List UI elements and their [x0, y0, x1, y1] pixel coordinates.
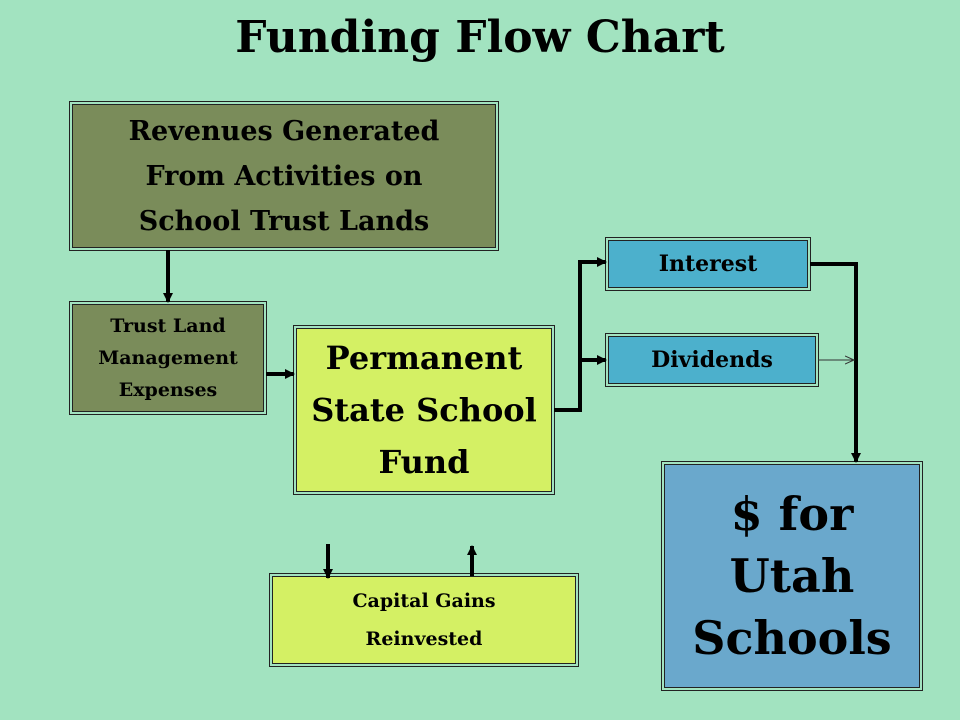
capital-gains-label-line2: Reinvested [365, 628, 483, 650]
capital-gains-label-line1: Capital Gains [352, 590, 496, 612]
schools-box: $ for Utah Schools [661, 461, 923, 691]
revenues-label: Revenues Generated From Activities on Sc… [128, 115, 440, 237]
expenses-box: Trust Land Management Expenses [69, 301, 267, 415]
page-title: Funding Flow Chart [235, 12, 725, 63]
fund-box: Permanent State School Fund [293, 325, 555, 495]
interest-box: Interest [605, 237, 811, 291]
schools-label: $ for Utah Schools [692, 487, 892, 665]
interest-label: Interest [658, 251, 758, 277]
revenues-box: Revenues Generated From Activities on Sc… [69, 101, 499, 251]
arrow-fund-to-interest [554, 257, 607, 412]
expenses-label: Trust Land Management Expenses [98, 315, 238, 401]
capital-gains-box: Capital Gains Reinvested [269, 573, 579, 667]
dividends-box: Dividends [605, 333, 819, 387]
dividends-label: Dividends [651, 347, 773, 373]
arrow-interest-to-schools [810, 262, 861, 463]
fund-label: Permanent State School Fund [311, 339, 537, 481]
